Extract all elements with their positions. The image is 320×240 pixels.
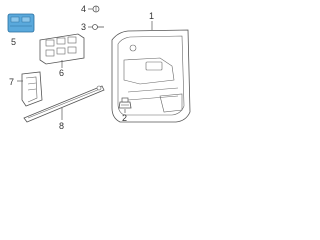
callout-7: 7 — [9, 77, 14, 87]
callout-2: 2 — [122, 113, 127, 123]
callout-8: 8 — [59, 121, 64, 131]
part-1-door-trim-panel[interactable] — [111, 29, 191, 123]
diagram-canvas: 5 6 4 3 1 — [7, 4, 191, 131]
part-3-screw[interactable] — [92, 24, 105, 30]
part-6-switch-assembly[interactable] — [39, 33, 85, 65]
part-7-bracket[interactable] — [21, 71, 43, 107]
part-8-moulding-strip[interactable] — [23, 85, 105, 123]
callout-5: 5 — [11, 37, 16, 47]
part-5-switch[interactable] — [7, 13, 35, 33]
callout-4: 4 — [81, 4, 86, 14]
parts-diagram: 5 6 4 3 1 — [0, 0, 200, 147]
part-4-clip[interactable] — [92, 5, 100, 13]
callout-1: 1 — [149, 11, 154, 21]
callout-3: 3 — [81, 22, 86, 32]
callout-6: 6 — [59, 68, 64, 78]
part-2-grommet[interactable] — [118, 97, 132, 109]
